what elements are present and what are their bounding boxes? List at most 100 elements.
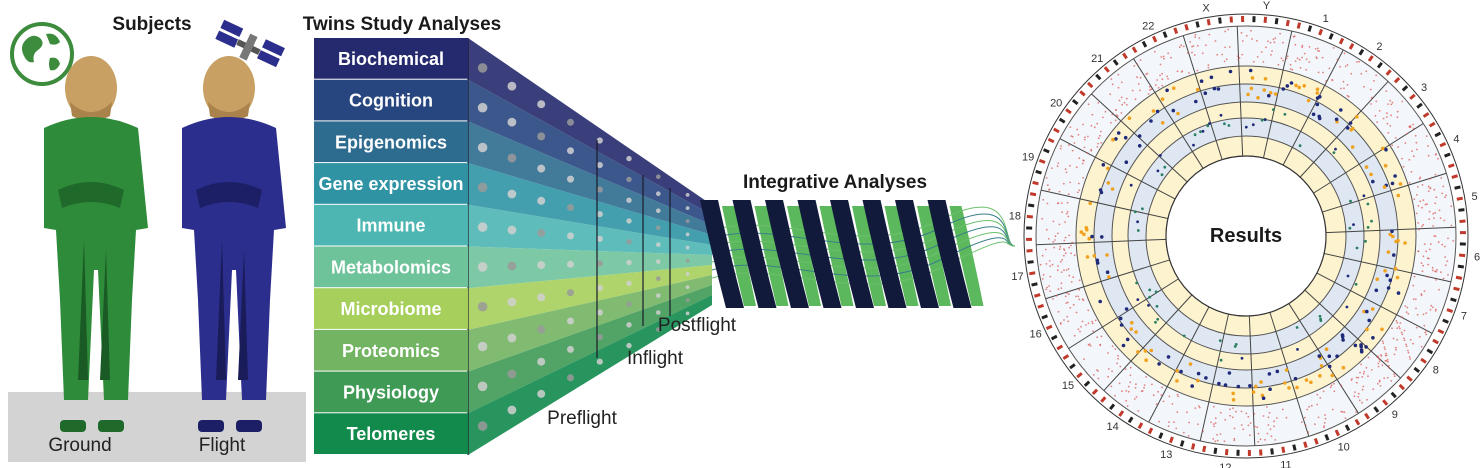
scatter-point — [1418, 228, 1420, 231]
sample-dot — [567, 374, 574, 382]
scatter-point — [1433, 217, 1435, 220]
signal-dot — [1263, 77, 1268, 81]
scatter-point — [1444, 245, 1446, 248]
scatter-point — [1285, 416, 1288, 419]
ideogram-band — [1446, 308, 1454, 314]
scatter-point — [1274, 37, 1277, 40]
ideogram-band — [1367, 55, 1374, 62]
scatter-point — [1294, 43, 1297, 46]
scatter-point — [1427, 190, 1430, 193]
scatter-point — [1357, 376, 1360, 379]
scatter-point — [1343, 87, 1345, 90]
scatter-point — [1068, 144, 1070, 147]
perspective-slab — [468, 246, 712, 289]
scatter-point — [1370, 96, 1373, 99]
signal-dot — [1298, 144, 1302, 148]
scatter-point — [1129, 366, 1132, 369]
signal-dot — [1101, 163, 1106, 167]
scatter-point — [1042, 198, 1045, 201]
scatter-point — [1193, 54, 1196, 56]
scatter-point — [1375, 74, 1378, 77]
chromosome-label: 19 — [1022, 151, 1034, 163]
scatter-point — [1317, 416, 1320, 419]
ideogram-band — [1390, 391, 1397, 399]
scatter-point — [1146, 72, 1149, 75]
scatter-point — [1058, 223, 1061, 226]
signal-dot — [1227, 124, 1231, 127]
scatter-point — [1097, 137, 1100, 140]
integration-line — [711, 226, 1016, 261]
signal-dot — [1129, 183, 1133, 187]
ideogram-band — [1456, 196, 1463, 201]
signal-dot — [1375, 277, 1379, 282]
scatter-point — [1342, 80, 1345, 83]
scatter-point — [1068, 293, 1070, 296]
band-biochemical — [314, 38, 468, 79]
scatter-point — [1256, 39, 1258, 42]
scatter-point — [1267, 40, 1269, 43]
scatter-point — [1066, 315, 1069, 318]
scatter-point — [1271, 50, 1273, 52]
signal-dot — [1388, 232, 1392, 237]
scatter-point — [1160, 56, 1163, 58]
signal-dot — [1175, 379, 1179, 383]
scatter-point — [1065, 212, 1068, 215]
scatter-point — [1395, 348, 1397, 351]
signal-dot — [1199, 130, 1202, 134]
sample-dot — [596, 309, 603, 316]
scatter-point — [1427, 263, 1430, 266]
scatter-point — [1084, 136, 1086, 139]
scatter-point — [1069, 164, 1071, 167]
signal-dot — [1306, 98, 1311, 103]
scatter-point — [1405, 345, 1408, 348]
scatter-point — [1082, 123, 1084, 126]
signal-dot — [1124, 160, 1129, 164]
chromosome-label: 22 — [1142, 21, 1154, 33]
ideogram-band — [1296, 22, 1302, 29]
scatter-point — [1126, 405, 1129, 407]
chromosome-divider — [1133, 58, 1204, 169]
scatter-point — [1062, 182, 1065, 185]
scatter-point — [1355, 376, 1358, 379]
signal-dot — [1349, 199, 1352, 203]
scatter-point — [1413, 275, 1416, 278]
scatter-point — [1054, 235, 1057, 238]
scatter-point — [1419, 200, 1422, 203]
scatter-point — [1229, 408, 1231, 411]
scatter-point — [1421, 206, 1423, 209]
signal-dot — [1366, 202, 1370, 206]
signal-dot — [1295, 326, 1299, 329]
scatter-point — [1291, 68, 1294, 71]
scatter-point — [1039, 263, 1042, 266]
scatter-point — [1224, 30, 1226, 33]
scatter-point — [1071, 149, 1074, 152]
scatter-point — [1240, 31, 1243, 34]
scatter-point — [1197, 423, 1199, 426]
scatter-point — [1391, 144, 1394, 147]
signal-dot — [1231, 398, 1236, 402]
scatter-point — [1269, 428, 1272, 430]
signal-dot — [1348, 226, 1352, 230]
sample-dot — [477, 142, 488, 153]
chromosome-label: 5 — [1471, 191, 1477, 203]
scatter-point — [1070, 244, 1072, 247]
scatter-point — [1395, 320, 1398, 322]
scatter-point — [1046, 184, 1049, 187]
scatter-point — [1196, 44, 1199, 47]
scatter-point — [1308, 405, 1310, 408]
scatter-point — [1161, 72, 1163, 75]
sample-dot — [685, 245, 690, 250]
ideogram-band — [1109, 403, 1116, 411]
signal-dot — [1332, 151, 1336, 155]
signal-dot — [1079, 230, 1084, 234]
ideogram-band — [1281, 446, 1286, 453]
scatter-point — [1154, 50, 1156, 53]
signal-dot — [1272, 108, 1275, 111]
signal-dot — [1136, 220, 1139, 224]
scatter-point — [1134, 98, 1137, 101]
scatter-point — [1171, 403, 1174, 405]
scatter-point — [1129, 381, 1132, 384]
band-gene-expression — [314, 163, 468, 204]
ideogram-band — [1398, 383, 1406, 391]
